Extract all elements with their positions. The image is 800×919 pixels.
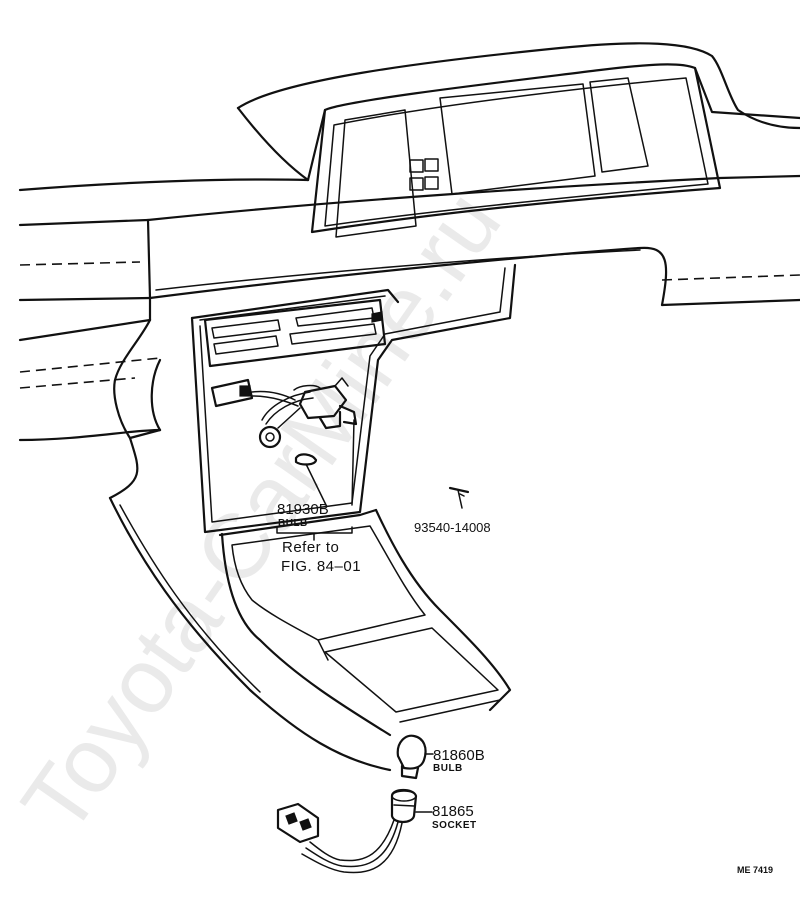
socket-81865 [276, 788, 433, 874]
part-name-bulb-1: BULB [278, 518, 308, 529]
instrument-panel-hood [18, 42, 800, 192]
part-number-81930b: 81930B [277, 501, 329, 518]
reference-line-1: Refer to [282, 539, 339, 556]
screw-93540-14008 [448, 486, 470, 509]
diagram-code: ME 7419 [737, 865, 773, 875]
callout-81865: 81865 SOCKET [432, 803, 477, 831]
callout-81860b: 81860B BULB [433, 747, 485, 774]
callout-reference: Refer to FIG. 84–01 [281, 539, 361, 575]
reference-line-2: FIG. 84–01 [281, 558, 361, 575]
cluster-bezel [310, 66, 722, 238]
part-number-81865: 81865 [432, 803, 474, 820]
part-name-socket: SOCKET [432, 820, 477, 831]
wiring-harness [210, 377, 358, 449]
center-console [218, 508, 512, 737]
lower-dash-left [18, 318, 392, 772]
bulb-81860b [396, 734, 434, 780]
dash-face [18, 174, 800, 389]
leader-harness [351, 419, 355, 506]
callout-81930b: 81930B BULB [277, 501, 329, 529]
bulb-81930b [294, 453, 327, 506]
reference-bracket [276, 526, 353, 541]
part-name-bulb-2: BULB [433, 763, 463, 774]
part-number-81860b: 81860B [433, 747, 485, 764]
part-number-93540-14008: 93540-14008 [414, 520, 491, 535]
heater-control-panel [203, 298, 387, 368]
